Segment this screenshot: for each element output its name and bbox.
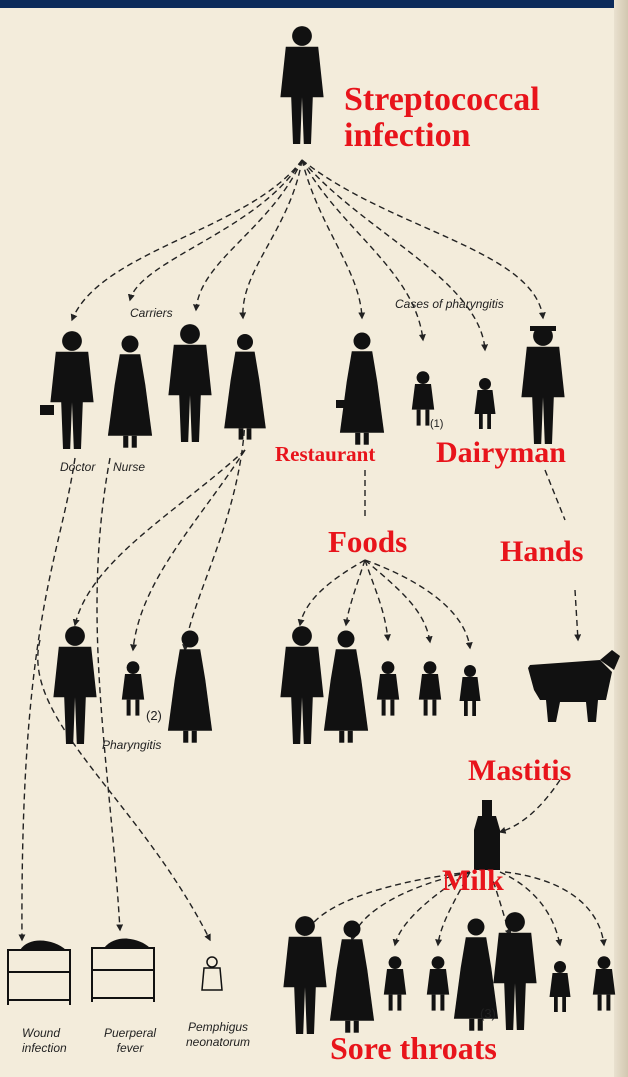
wound-infection-label: Wound infection (22, 1026, 67, 1056)
carrier-woman-figure (224, 334, 266, 440)
infant-icon (202, 957, 222, 990)
restaurant-worker-figure (340, 333, 384, 445)
cases-label: Cases of pharyngitis (395, 297, 504, 311)
dairyman-figure (521, 326, 564, 444)
pemphigus-line2: neonatorum (186, 1035, 250, 1050)
foods-label: Foods (328, 524, 407, 560)
carrier-man-figure (168, 324, 211, 442)
nurse-label: Nurse (113, 460, 145, 474)
sore-throat-man1-figure (283, 916, 326, 1034)
carriers-label: Carriers (130, 306, 173, 320)
food-case-child1-figure (377, 661, 399, 715)
mastitis-label: Mastitis (468, 754, 571, 788)
note-2: (2) (146, 708, 162, 723)
pemphigus-label: Pemphigus neonatorum (186, 1020, 250, 1050)
food-case-child2-figure (419, 661, 441, 715)
sore-throat-child4-figure (593, 956, 615, 1010)
pharyngitis-man-figure (53, 626, 96, 744)
dairyman-hat-icon (530, 326, 556, 331)
milk-label: Milk (442, 864, 504, 898)
milk-bottle-icon (474, 800, 500, 870)
source-person-figure (280, 26, 323, 144)
doctor-label: Doctor (60, 460, 95, 474)
sore-throat-man2-figure (493, 912, 536, 1030)
sore-throats-label: Sore throats (330, 1030, 497, 1067)
pharyngitis-label: Pharyngitis (102, 738, 161, 752)
food-case-child3-figure (460, 665, 481, 716)
puerperal-fever-label: Puerperal fever (104, 1026, 156, 1056)
wound-bed-icon (8, 941, 70, 1005)
pharyngitis-child-figure (122, 661, 144, 715)
handbag-icon (336, 400, 346, 408)
restaurant-label: Restaurant (275, 442, 375, 467)
case-child2-figure (475, 378, 496, 429)
dairyman-label: Dairyman (436, 436, 566, 470)
wound-line1: Wound (22, 1026, 67, 1041)
note-1: (1) (430, 418, 443, 430)
nurse-figure (108, 336, 152, 448)
puerperal-bed-icon (92, 939, 154, 1002)
source-title-line1: Streptococcal (344, 82, 540, 118)
doctor-bag-icon (40, 405, 54, 415)
source-title: Streptococcal infection (344, 82, 540, 154)
sore-throat-child1-figure (384, 956, 406, 1010)
wound-line2: infection (22, 1041, 67, 1056)
food-case-woman-figure (324, 631, 368, 743)
puerperal-line2: fever (104, 1041, 156, 1056)
note-3: (3) (480, 1006, 496, 1021)
cow-icon (528, 650, 620, 722)
sore-throat-child2-figure (427, 956, 449, 1010)
food-case-man-figure (280, 626, 323, 744)
doctor-figure (50, 331, 93, 449)
puerperal-line1: Puerperal (104, 1026, 156, 1041)
sore-throat-child3-figure (550, 961, 571, 1012)
pemphigus-line1: Pemphigus (186, 1020, 250, 1035)
sore-throat-woman1-figure (330, 921, 374, 1033)
hands-label: Hands (500, 535, 583, 569)
pharyngitis-woman-figure (168, 631, 212, 743)
source-title-line2: infection (344, 118, 540, 154)
